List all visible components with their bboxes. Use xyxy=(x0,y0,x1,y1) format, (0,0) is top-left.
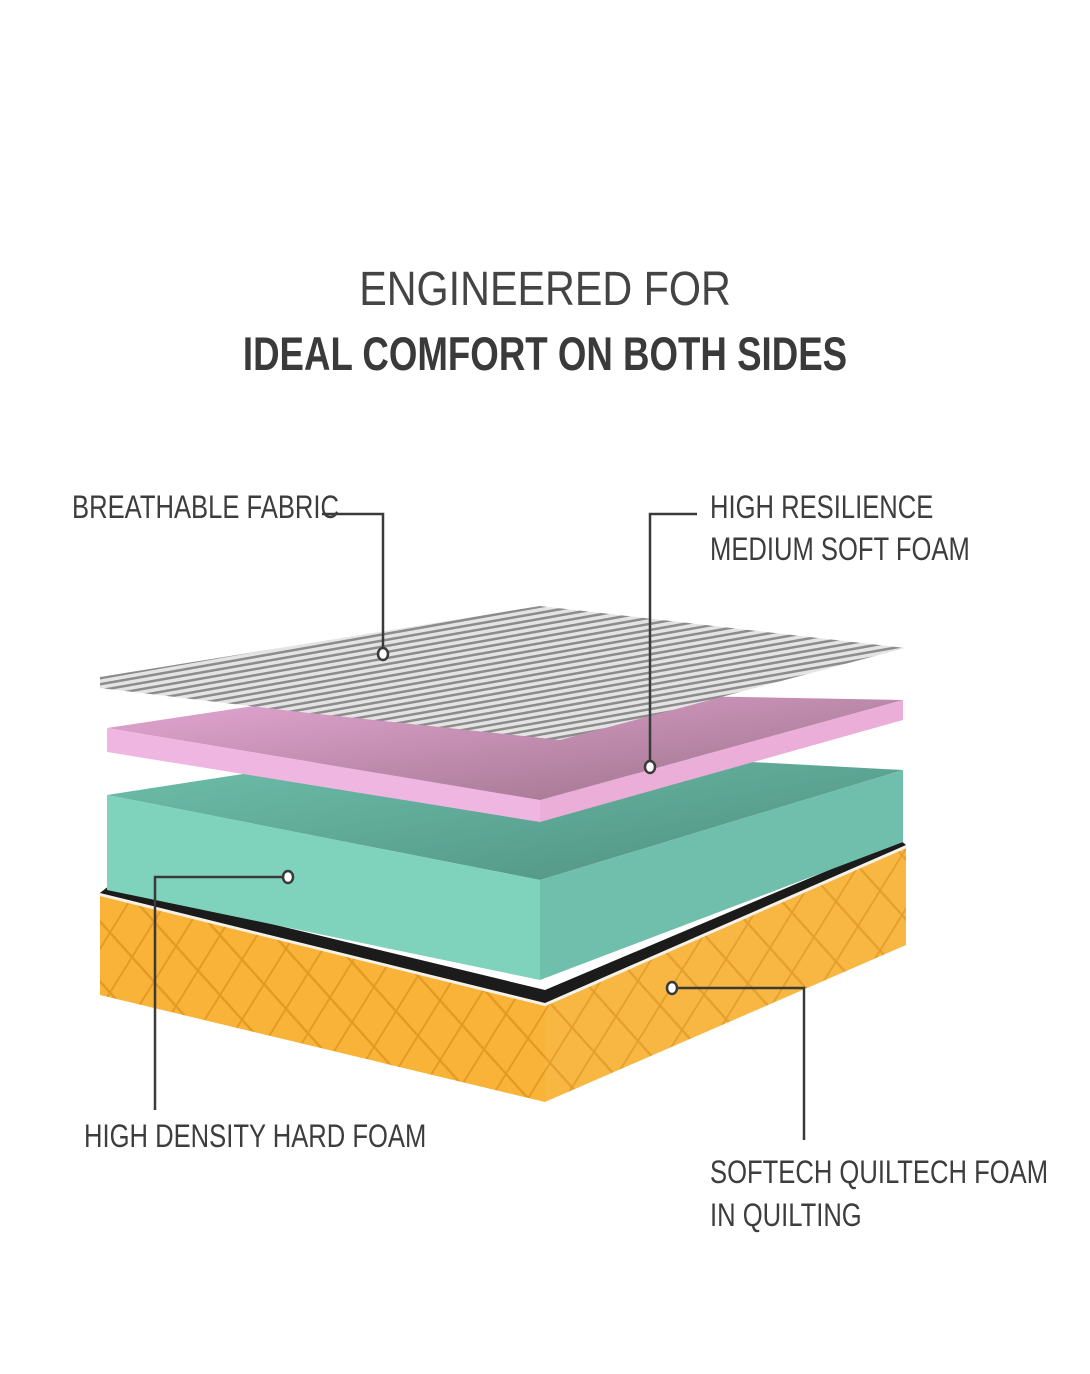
leader-lines xyxy=(153,512,806,1140)
label-softech-line2: IN QUILTING xyxy=(710,1197,862,1233)
fabric-layer xyxy=(100,606,905,740)
quilting-marker-dot xyxy=(665,980,679,996)
label-softech-line1: SOFTECH QUILTECH FOAM xyxy=(710,1154,1049,1190)
resilience-foam-layer xyxy=(107,690,903,822)
heading-line1: ENGINEERED FOR xyxy=(359,263,731,316)
fabric-marker-dot xyxy=(376,646,390,662)
heading-line2: IDEAL COMFORT ON BOTH SIDES xyxy=(242,327,848,380)
label-high-resilience-line1: HIGH RESILIENCE xyxy=(710,489,934,525)
label-breathable-fabric: BREATHABLE FABRIC xyxy=(72,489,339,525)
hard-foam-marker-dot xyxy=(281,869,295,885)
label-high-density-foam: HIGH DENSITY HARD FOAM xyxy=(84,1118,427,1154)
label-high-resilience-line2: MEDIUM SOFT FOAM xyxy=(710,531,970,567)
resilience-marker-dot xyxy=(643,759,657,775)
